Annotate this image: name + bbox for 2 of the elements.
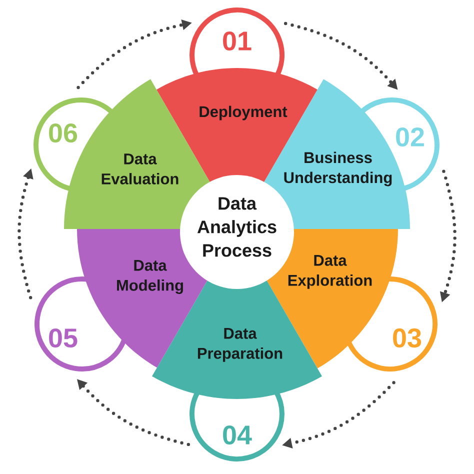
number-ring: 01 [190,8,284,78]
number-ring: 04 [190,390,284,462]
